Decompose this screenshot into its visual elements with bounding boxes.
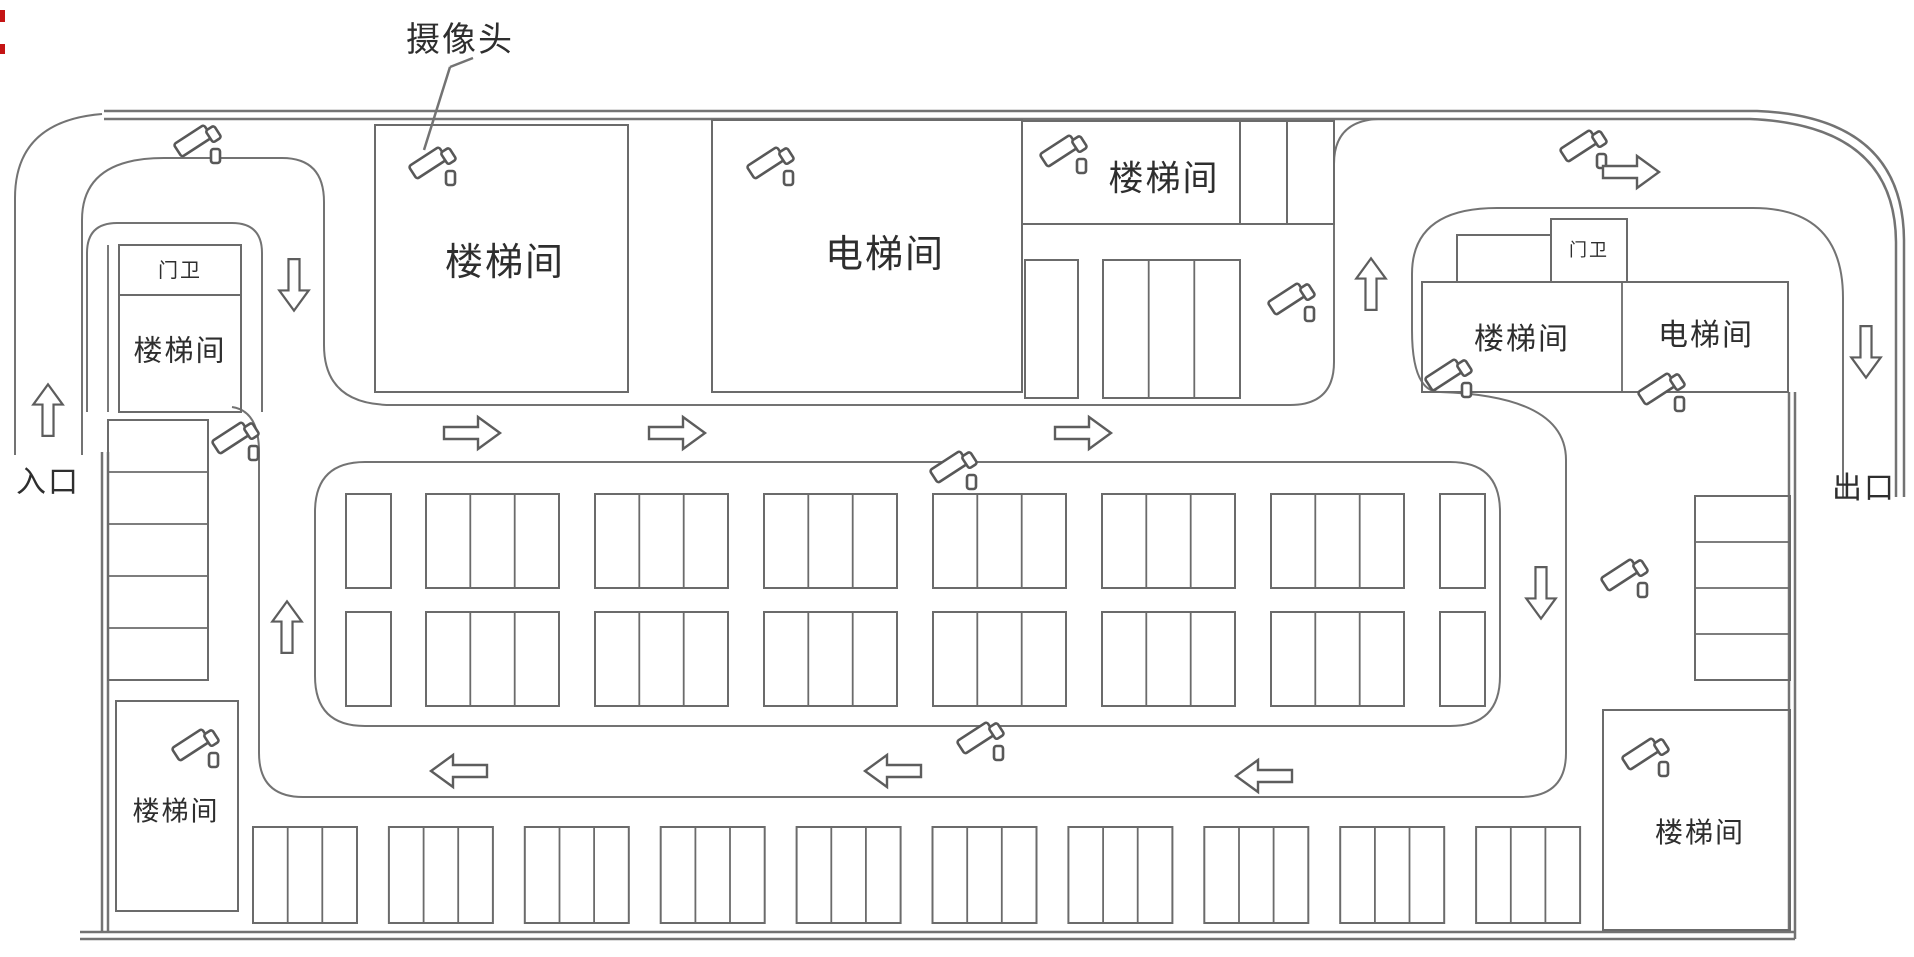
parking-stall-group bbox=[932, 493, 1067, 589]
room-label-stairwell: 楼梯间 bbox=[1474, 322, 1570, 357]
cctv-camera-icon bbox=[1559, 129, 1608, 170]
parking-stall-group bbox=[1475, 826, 1582, 924]
entrance-road-outer bbox=[14, 113, 103, 455]
stairwell-box bbox=[374, 124, 629, 393]
parking-stall-group bbox=[932, 611, 1067, 707]
parking-stall-group bbox=[763, 611, 898, 707]
flow-arrow-left-icon bbox=[862, 752, 923, 790]
parking-stall bbox=[1439, 611, 1486, 707]
room-label-guard: 门卫 bbox=[158, 258, 202, 282]
guard-block-outline bbox=[86, 222, 263, 412]
cctv-camera-icon bbox=[929, 450, 978, 491]
scan-artifact bbox=[0, 10, 5, 22]
flow-arrow-up-icon bbox=[31, 382, 65, 437]
cctv-camera-icon bbox=[1637, 372, 1686, 413]
cctv-camera-icon bbox=[956, 721, 1005, 762]
room-label-stairwell: 楼梯间 bbox=[1108, 159, 1220, 200]
parking-stall-group bbox=[594, 611, 729, 707]
utility-box bbox=[1456, 234, 1552, 283]
parking-stall-group bbox=[252, 826, 358, 924]
parking-stall-group bbox=[1101, 493, 1236, 589]
parking-stall-group bbox=[523, 826, 630, 924]
parking-stall-group bbox=[1270, 493, 1405, 589]
parking-stall bbox=[345, 611, 392, 707]
room-label-stairwell: 楼梯间 bbox=[133, 333, 227, 368]
cctv-camera-icon bbox=[408, 146, 457, 187]
parking-stall-group bbox=[1101, 611, 1236, 707]
cctv-camera-icon bbox=[1621, 737, 1670, 778]
stairwell-box bbox=[118, 294, 242, 413]
parking-stall-group bbox=[594, 493, 729, 589]
cctv-camera-icon bbox=[1424, 358, 1473, 399]
stairwell-box bbox=[1602, 709, 1791, 931]
flow-arrow-right-icon bbox=[442, 414, 503, 452]
stairwell-box bbox=[115, 700, 239, 912]
top-wall bbox=[104, 117, 1898, 497]
cctv-camera-icon bbox=[211, 421, 260, 462]
cctv-camera-icon bbox=[1039, 134, 1088, 175]
parking-stall-group bbox=[107, 419, 209, 681]
flow-arrow-down-icon bbox=[1849, 325, 1883, 380]
parking-stall-group bbox=[1067, 826, 1174, 924]
entrance-label: 入口 bbox=[16, 465, 80, 500]
room-label-elevator: 电梯间 bbox=[1658, 318, 1754, 353]
parking-stall-group bbox=[425, 493, 560, 589]
parking-stall-group bbox=[659, 826, 766, 924]
room-label-stairwell: 楼梯间 bbox=[444, 240, 566, 284]
parking-stall-group bbox=[1339, 826, 1446, 924]
flow-arrow-right-icon bbox=[647, 414, 708, 452]
flow-arrow-right-icon bbox=[1053, 414, 1114, 452]
flow-arrow-up-icon bbox=[1354, 256, 1388, 311]
parking-stall-group bbox=[763, 493, 898, 589]
flow-arrow-down-icon bbox=[1524, 566, 1558, 621]
parking-stall bbox=[1024, 259, 1079, 399]
parking-island-outline bbox=[314, 461, 1501, 727]
exit-inner-boundary bbox=[1411, 207, 1844, 497]
cctv-camera-icon bbox=[171, 728, 220, 769]
top-wall bbox=[104, 109, 1906, 497]
cctv-camera-icon bbox=[746, 146, 795, 187]
inner-road-boundary bbox=[231, 391, 1567, 798]
flow-arrow-down-icon bbox=[277, 258, 311, 313]
parking-stall bbox=[1286, 120, 1335, 225]
stair-elevator-box bbox=[1421, 281, 1789, 393]
room-label-stairwell: 楼梯间 bbox=[1654, 816, 1746, 849]
parking-stall-group bbox=[387, 826, 494, 924]
parking-stall-group bbox=[1270, 611, 1405, 707]
flow-arrow-left-icon bbox=[1233, 757, 1294, 795]
cctv-camera-icon bbox=[173, 124, 222, 165]
flow-arrow-left-icon bbox=[428, 752, 489, 790]
camera-annotation-label: 摄像头 bbox=[406, 20, 514, 60]
parking-stall-group bbox=[1203, 826, 1310, 924]
room-label-guard: 门卫 bbox=[1569, 240, 1609, 261]
parking-stall-group bbox=[931, 826, 1038, 924]
flow-arrow-up-icon bbox=[270, 599, 304, 654]
scan-artifact bbox=[0, 44, 5, 54]
room-label-elevator: 电梯间 bbox=[824, 232, 946, 276]
parking-stall-group bbox=[795, 826, 902, 924]
annotation-pointer-line bbox=[422, 66, 452, 151]
cctv-camera-icon bbox=[1600, 558, 1649, 599]
parking-stall bbox=[1439, 493, 1486, 589]
cctv-camera-icon bbox=[1267, 282, 1316, 323]
elevator-room-box bbox=[711, 119, 1023, 393]
exit-label: 出口 bbox=[1832, 471, 1896, 506]
parking-stall-group bbox=[1102, 259, 1241, 399]
parking-stall bbox=[1239, 120, 1288, 225]
flow-arrow-right-icon bbox=[1601, 153, 1662, 191]
annotation-pointer-line bbox=[449, 56, 474, 69]
parking-stall-group bbox=[425, 611, 560, 707]
room-label-stairwell: 楼梯间 bbox=[132, 796, 220, 828]
parking-stall bbox=[345, 493, 392, 589]
